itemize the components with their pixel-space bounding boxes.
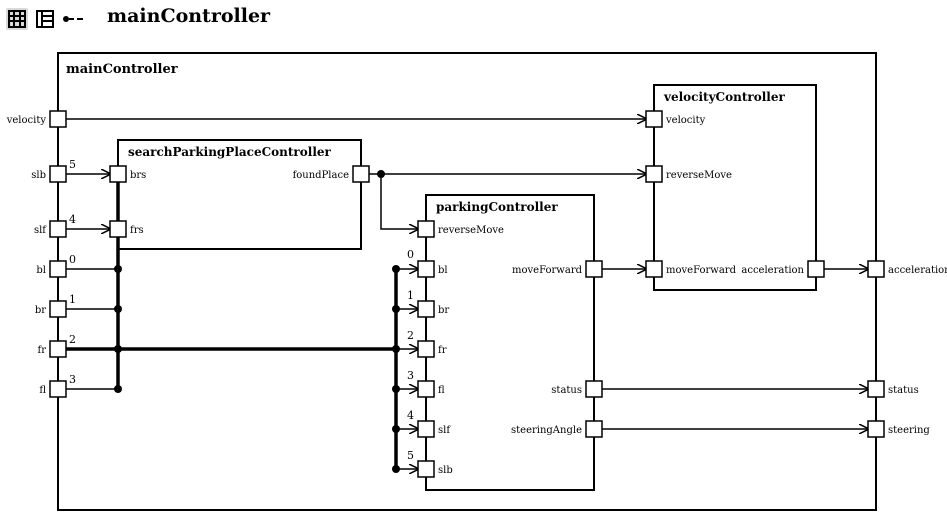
main-port-velocity[interactable] <box>49 110 67 128</box>
junction-dot <box>392 425 400 433</box>
wire-index-label: 1 <box>407 289 414 302</box>
search-input-label: frs <box>130 225 144 236</box>
search-parking-place-controller-title: searchParkingPlaceController <box>128 145 332 159</box>
connector-button[interactable] <box>62 8 84 30</box>
connections <box>66 119 868 469</box>
parking-input-label: reverseMove <box>438 225 504 236</box>
main-output-label: acceleration <box>888 265 947 276</box>
parking-controller-box[interactable] <box>425 194 595 491</box>
main-port-steering[interactable] <box>867 420 885 438</box>
grid-layout-icon <box>8 10 26 28</box>
connector-icon <box>63 16 83 22</box>
search-output-label: foundPlace <box>293 170 349 181</box>
wire-index-label: 5 <box>69 158 76 171</box>
parking-input-label: slf <box>438 425 451 436</box>
main-input-label: fl <box>39 385 46 396</box>
velocity-input-label: reverseMove <box>666 170 732 181</box>
parking-port-br[interactable] <box>417 300 435 318</box>
velocity-port-acceleration[interactable] <box>807 260 825 278</box>
velocity-input-label: velocity <box>665 115 706 126</box>
junction-dot <box>114 385 122 393</box>
junction-dot <box>114 345 122 353</box>
wire-index-label: 3 <box>69 373 76 386</box>
main-port-br[interactable] <box>49 300 67 318</box>
parking-port-reversemove[interactable] <box>417 220 435 238</box>
parking-input-label: fl <box>438 385 445 396</box>
velocity-port-reversemove[interactable] <box>645 165 663 183</box>
main-output-label: steering <box>888 425 930 436</box>
wire-index-label: 5 <box>407 449 414 462</box>
parking-input-label: slb <box>438 465 453 476</box>
main-port-fr[interactable] <box>49 340 67 358</box>
velocity-controller-title: velocityController <box>663 90 785 104</box>
list-layout-button[interactable] <box>34 8 56 30</box>
wire-index-label: 2 <box>407 329 414 342</box>
velocity-output-label: acceleration <box>741 265 804 276</box>
main-port-bl[interactable] <box>49 260 67 278</box>
main-input-label: slf <box>34 225 47 236</box>
junction-dot <box>392 305 400 313</box>
parking-port-slb[interactable] <box>417 460 435 478</box>
wire-index-label: 4 <box>407 409 414 422</box>
grid-layout-button[interactable] <box>6 8 28 30</box>
junctions <box>114 170 400 473</box>
sensor-bus <box>66 174 398 469</box>
parking-port-steeringangle[interactable] <box>585 420 603 438</box>
wire-index-label: 0 <box>69 253 76 266</box>
main-input-label: velocity <box>6 115 47 126</box>
parking-port-fl[interactable] <box>417 380 435 398</box>
connection-foundplace-reversemove-parking[interactable] <box>380 174 418 229</box>
parking-output-label: status <box>551 385 582 396</box>
toolbar <box>6 6 90 32</box>
main-port-acceleration[interactable] <box>867 260 885 278</box>
main-port-slf[interactable] <box>49 220 67 238</box>
junction-dot <box>392 465 400 473</box>
search-port-foundplace[interactable] <box>352 165 370 183</box>
parking-input-label: fr <box>438 345 447 356</box>
velocity-port-velocity[interactable] <box>645 110 663 128</box>
wire-index-label: 4 <box>69 213 76 226</box>
parking-port-fr[interactable] <box>417 340 435 358</box>
wire-index-label: 2 <box>69 333 76 346</box>
parking-port-status[interactable] <box>585 380 603 398</box>
main-output-label: status <box>888 385 919 396</box>
parking-port-slf[interactable] <box>417 420 435 438</box>
wire-index-label: 1 <box>69 293 76 306</box>
velocity-input-label: moveForward <box>666 265 737 276</box>
parking-port-moveforward[interactable] <box>585 260 603 278</box>
velocity-controller-box[interactable] <box>653 84 817 291</box>
junction-dot <box>392 265 400 273</box>
parking-controller-title: parkingController <box>436 200 558 214</box>
search-port-brs[interactable] <box>109 165 127 183</box>
main-input-label: fr <box>38 345 47 356</box>
junction-dot <box>114 305 122 313</box>
list-layout-icon <box>36 10 54 28</box>
parking-input-label: br <box>438 305 449 316</box>
velocity-port-moveforward[interactable] <box>645 260 663 278</box>
main-input-label: bl <box>36 265 46 276</box>
wire-index-label: 3 <box>407 369 414 382</box>
main-port-slb[interactable] <box>49 165 67 183</box>
junction-dot <box>392 385 400 393</box>
main-input-label: br <box>35 305 46 316</box>
main-port-fl[interactable] <box>49 380 67 398</box>
main-port-status[interactable] <box>867 380 885 398</box>
main-input-label: slb <box>31 170 46 181</box>
search-port-frs[interactable] <box>109 220 127 238</box>
parking-input-label: bl <box>438 265 448 276</box>
junction-dot <box>392 345 400 353</box>
ports <box>49 110 885 478</box>
wire-index-label: 0 <box>407 248 414 261</box>
main-controller-title: mainController <box>66 62 178 77</box>
parking-port-bl[interactable] <box>417 260 435 278</box>
parking-output-label: steeringAngle <box>511 425 582 436</box>
main-controller-box[interactable] <box>57 52 877 511</box>
page-title: mainController <box>107 5 271 27</box>
junction-dot <box>377 170 385 178</box>
search-input-label: brs <box>130 170 146 181</box>
parking-output-label: moveForward <box>512 265 583 276</box>
junction-dot <box>114 265 122 273</box>
